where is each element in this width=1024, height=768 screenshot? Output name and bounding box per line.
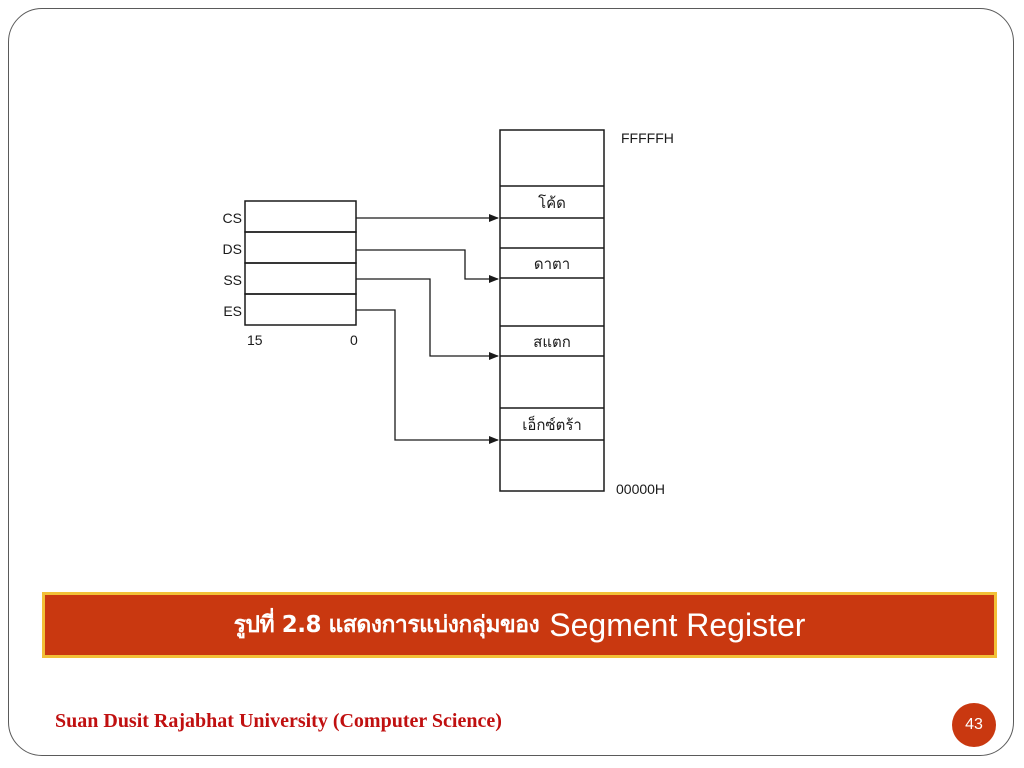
caption-english: Segment Register (549, 606, 806, 643)
memory-map-outline (499, 129, 605, 492)
register-label-ds: DS (223, 241, 242, 257)
register-stack (244, 200, 357, 326)
register-label-ss: SS (223, 272, 242, 288)
segment-label-stack: สแตก (533, 333, 571, 351)
register-label-cs: CS (223, 210, 242, 226)
register-ss-box (244, 262, 357, 295)
arrow-ss-to-stack (356, 278, 499, 360)
memory-top-address: FFFFFH (621, 130, 674, 146)
register-label-es: ES (223, 303, 242, 319)
segment-label-code: โค้ด (538, 194, 566, 212)
bit-label-high: 15 (247, 332, 263, 348)
bit-label-low: 0 (350, 332, 358, 348)
register-es-box (244, 293, 357, 326)
memory-bottom-address: 00000H (616, 481, 665, 497)
segment-label-extra: เอ็กซ์ตร้า (522, 415, 582, 434)
register-cs-box (244, 200, 357, 233)
caption-thai: รูปที่ 2.8 แสดงการแบ่งกลุ่มของ (233, 612, 540, 638)
footer-institution: Suan Dusit Rajabhat University (Computer… (55, 710, 502, 732)
page-number: 43 (965, 716, 983, 733)
arrow-es-to-extra (356, 309, 499, 444)
page-number-badge: 43 (952, 703, 996, 747)
memory-map (499, 129, 605, 492)
arrow-ds-to-data (356, 249, 499, 283)
caption-bar: รูปที่ 2.8 แสดงการแบ่งกลุ่มของ Segment R… (42, 592, 997, 658)
register-ds-box (244, 231, 357, 264)
segment-label-data: ดาตา (534, 255, 570, 273)
